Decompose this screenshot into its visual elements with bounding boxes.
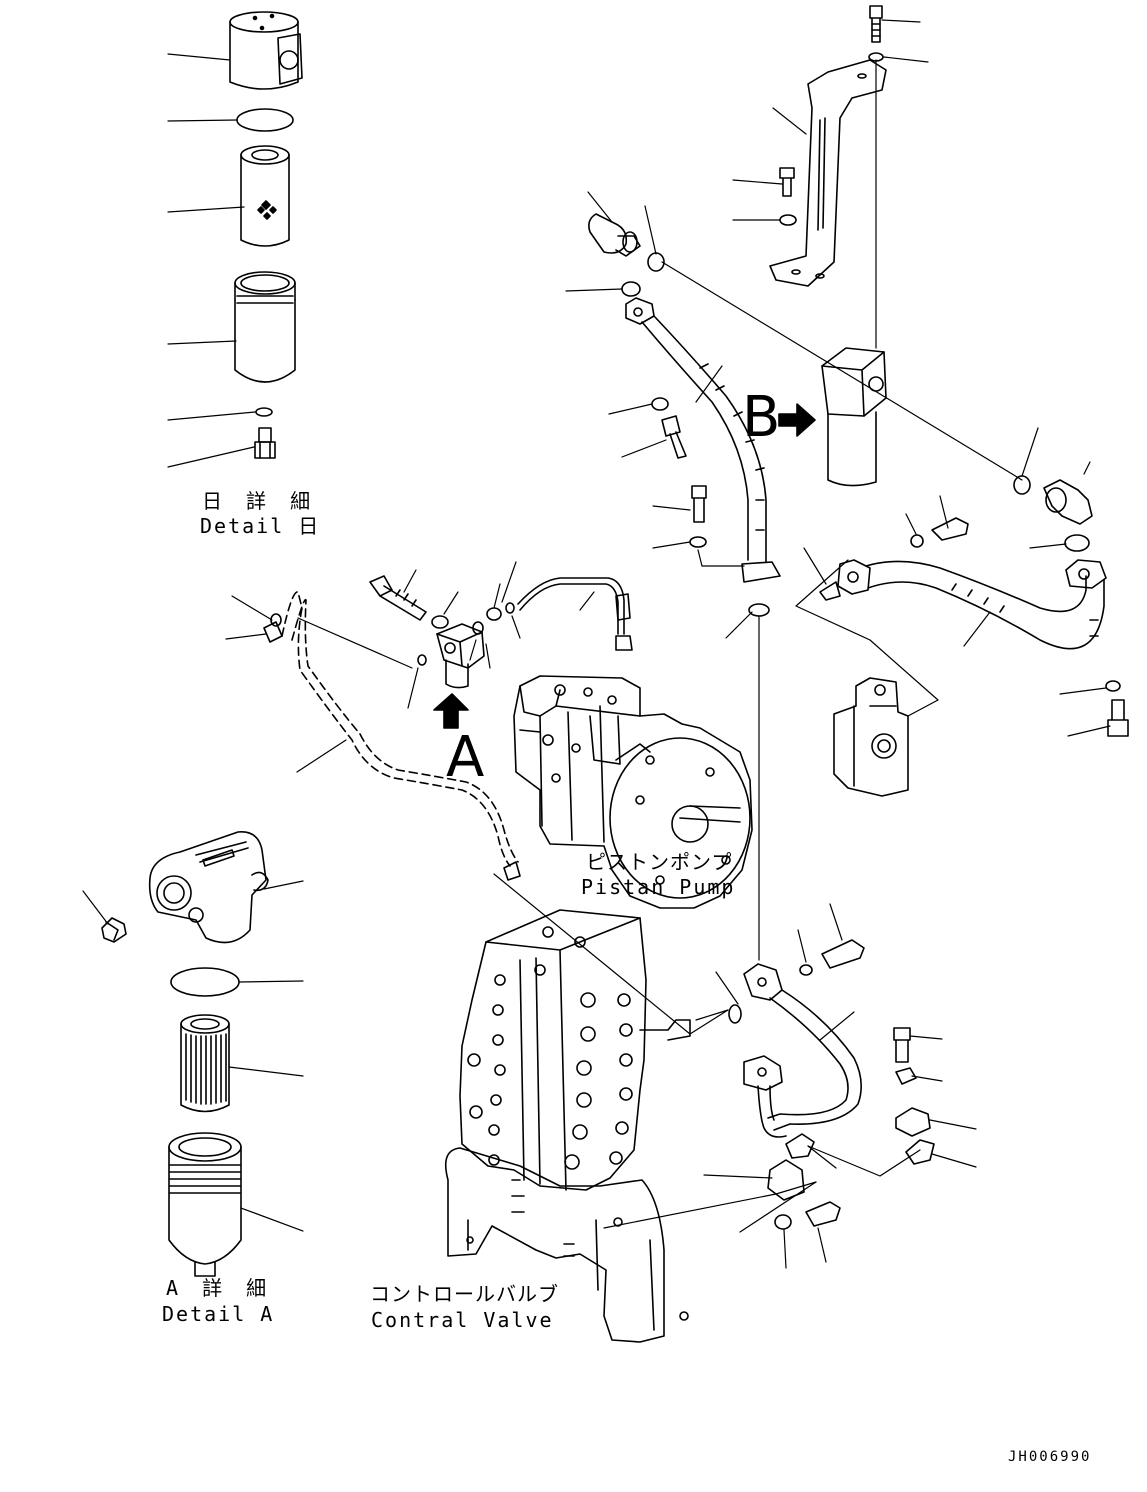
pipe-lower-leaders xyxy=(704,904,976,1268)
detail-b-o-ring xyxy=(237,109,293,131)
hose-right xyxy=(820,560,1106,649)
hose-upper-bolts xyxy=(652,398,706,547)
detail-b-title-en: Detail 日 xyxy=(200,514,321,538)
detail-a-title-en: Detail A xyxy=(162,1302,275,1326)
hose-upper xyxy=(626,298,780,582)
detail-b-drain-plug xyxy=(255,428,275,458)
view-a-arrow xyxy=(434,694,468,728)
control-valve-leaders xyxy=(604,1010,776,1228)
view-a-label: A xyxy=(446,725,485,790)
filter-a-leaders xyxy=(298,562,520,708)
detail-b-small-o-ring xyxy=(256,408,272,416)
piston-pump-label-jp: ピストンポンプ xyxy=(586,850,733,874)
control-valve xyxy=(446,910,690,1342)
o-ring-flange xyxy=(622,282,640,296)
detail-a-filter-case xyxy=(169,1133,241,1276)
return-tube-leaders xyxy=(226,596,728,1034)
view-b-arrow xyxy=(779,404,815,436)
detail-b-filter-assembly xyxy=(168,12,302,467)
elbow-fitting-right xyxy=(1044,480,1092,524)
piston-pump-label-en: Pistan Pump xyxy=(581,875,736,899)
piston-pump xyxy=(514,676,752,908)
line-filter-a xyxy=(437,624,484,688)
stay-bracket xyxy=(770,6,886,286)
pipe-lower xyxy=(744,964,861,1137)
control-valve-label-en: Contral Valve xyxy=(371,1308,554,1332)
detail-b-filter-head xyxy=(230,12,302,89)
detail-a-filter-assembly xyxy=(83,832,303,1276)
clamps xyxy=(768,1068,934,1229)
view-b-label: B xyxy=(742,385,781,450)
return-tube-dashed xyxy=(282,592,518,866)
detail-a-filter-head xyxy=(150,832,268,943)
drawing-id: JH006990 xyxy=(1008,1449,1092,1465)
filter-a-bolts xyxy=(370,576,514,665)
pipe-lower-bolts xyxy=(800,940,910,1062)
elbow-leaders xyxy=(566,206,1022,480)
detail-a-leader-lines xyxy=(83,881,303,1231)
control-valve-label-jp: コントロールバルブ xyxy=(370,1282,559,1306)
o-ring-lower-flange xyxy=(749,604,769,616)
detail-a-plug xyxy=(102,918,126,942)
detail-b-filter-case xyxy=(235,272,295,382)
elbow-fitting-top xyxy=(588,192,640,256)
detail-b-title-jp: 日 詳 細 xyxy=(202,489,317,513)
o-ring-lower-pipe xyxy=(729,1005,741,1023)
detail-a-filter-element xyxy=(181,1015,229,1112)
small-hose xyxy=(518,578,632,650)
detail-a-o-ring xyxy=(171,968,239,996)
pump-housing-small xyxy=(834,640,938,796)
detail-b-filter-element xyxy=(241,146,289,246)
hose-right-bolts xyxy=(911,476,1128,736)
detail-a-title-jp: A 詳 細 xyxy=(166,1276,273,1300)
hose-right-leaders xyxy=(796,428,1110,736)
line-filter xyxy=(822,348,886,486)
hose-upper-leaders xyxy=(609,366,752,638)
detail-b-leader-lines xyxy=(168,54,255,467)
stay-leader-lines xyxy=(733,20,928,348)
